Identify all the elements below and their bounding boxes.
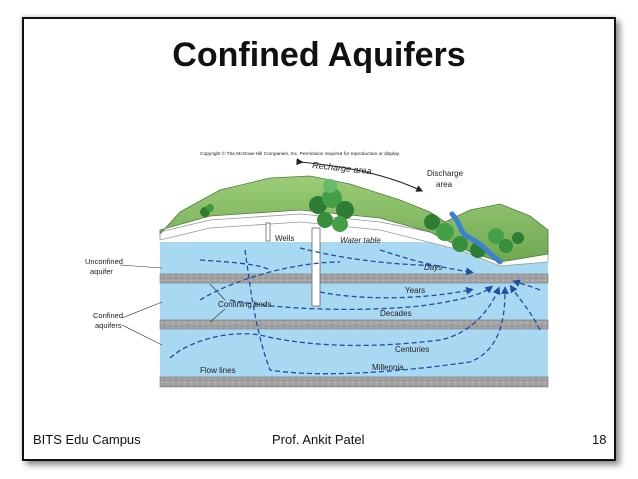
footer-author: Prof. Ankit Patel [272, 432, 365, 447]
confining-bed-upper [159, 273, 549, 284]
confined-aquifers-label-line2: aquifers [95, 321, 122, 330]
confined-aquifers-leader-1 [121, 301, 163, 319]
unconfined-aquifer-label-line1: Unconfined [85, 257, 123, 266]
discharge-area-label-line1: Discharge [427, 169, 464, 178]
flow-lines [169, 247, 541, 375]
aquifer-water-region [160, 242, 548, 387]
confined-aquifers-label-line1: Confined [93, 311, 123, 320]
river [449, 211, 503, 265]
days-label: Days [424, 263, 442, 272]
water-table-label: Water table [340, 236, 381, 245]
confined-aquifers-leader-2 [121, 324, 163, 346]
recharge-area-label: Recharge area [312, 160, 372, 176]
tree-cluster-left [200, 204, 214, 217]
discharge-area-label-line2: area [436, 180, 453, 189]
confining-bed-bottom [159, 376, 549, 388]
copyright-text: Copyright © The McGraw-Hill Companies, I… [200, 150, 400, 157]
years-label: Years [405, 286, 425, 295]
centuries-label: Centuries [395, 345, 429, 354]
footer-page-number: 18 [592, 432, 607, 447]
unconfined-aquifer-leader [119, 264, 163, 269]
slide-title: Confined Aquifers [172, 36, 466, 74]
footer-campus: BITS Edu Campus [33, 432, 141, 447]
confining-beds-leader-2 [209, 308, 226, 323]
wells-label: Wells [275, 234, 294, 243]
unconfined-aquifer-label-line2: aquifer [90, 267, 113, 276]
recharge-arrow [296, 158, 424, 192]
tree-cluster-right [424, 214, 524, 258]
confining-beds-leader-1 [209, 283, 226, 301]
well [265, 222, 321, 307]
decades-label: Decades [380, 309, 412, 318]
confining-bed-lower [159, 319, 549, 330]
confining-beds-label: Confining beds [218, 300, 271, 309]
millennia-label: Millennia [372, 363, 404, 372]
flow-lines-label: Flow lines [200, 366, 236, 375]
